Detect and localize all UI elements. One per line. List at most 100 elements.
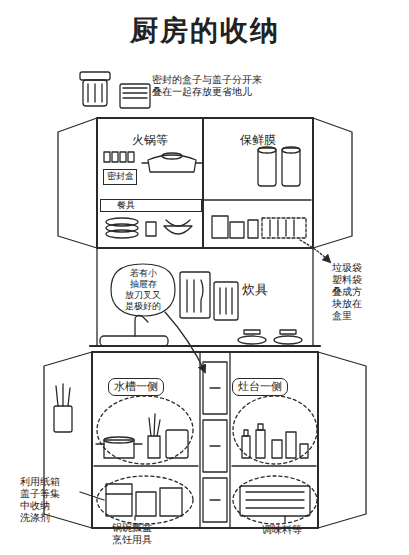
counter-sink-stove xyxy=(100,336,168,346)
cups-and-hotpot xyxy=(142,162,148,163)
plates-and-bowls xyxy=(106,218,192,238)
lower-cabinet xyxy=(203,420,227,472)
wall-and-trays xyxy=(165,312,205,372)
stacked-lids xyxy=(80,72,150,108)
node-text: 密封盒 xyxy=(107,171,134,182)
wall-and-trays xyxy=(97,248,313,372)
stacked-lids xyxy=(123,92,147,93)
knife-holder xyxy=(56,384,70,406)
cups-and-hotpot xyxy=(162,153,182,159)
area-label: 锅碗瓢盆 烹饪用具 xyxy=(112,522,152,546)
bubble-outline xyxy=(111,264,175,316)
pots-and-tools xyxy=(149,414,160,436)
pots-and-tools xyxy=(134,516,135,520)
counter-sink-stove xyxy=(135,316,148,337)
storage-boxes xyxy=(277,220,278,236)
counter-sink-stove xyxy=(238,336,266,344)
pots-and-tools xyxy=(106,484,132,516)
seasoning-bottles xyxy=(272,440,282,458)
counter-sink-stove xyxy=(244,330,260,334)
cabinet-compartment: 火锅等密封盒餐具 xyxy=(97,118,203,248)
plates-and-bowls xyxy=(164,226,192,234)
wrap-rolls xyxy=(258,147,276,153)
node-text: 水槽一侧 xyxy=(114,380,158,393)
stacked-lids xyxy=(87,84,88,102)
pots-and-tools xyxy=(148,436,160,458)
lower-cabinet xyxy=(44,352,366,528)
upper-cabinet xyxy=(313,118,352,248)
container-box: 密封盒 xyxy=(103,169,137,185)
wrap-rolls xyxy=(282,147,300,153)
seasoning-bottles xyxy=(233,396,317,464)
seasoning-bottles xyxy=(242,436,250,458)
lower-cabinet xyxy=(210,445,220,446)
section-tag: 水槽一侧 xyxy=(108,378,164,396)
wall-and-trays xyxy=(96,248,97,345)
cups-and-hotpot xyxy=(148,155,196,172)
seasoning-bottles xyxy=(300,444,308,458)
stacked-lids xyxy=(80,72,110,80)
seasoning-bottles xyxy=(233,476,317,524)
seasoning-bottles xyxy=(284,516,285,522)
cups-and-hotpot xyxy=(120,152,126,162)
cups-and-hotpot xyxy=(196,162,202,163)
lower-cabinet xyxy=(229,352,230,528)
knife-holder xyxy=(54,384,72,432)
lower-cabinet xyxy=(318,352,366,528)
plates-and-bowls xyxy=(166,220,190,226)
wall-and-trays xyxy=(312,248,313,345)
cups-and-hotpot xyxy=(104,152,110,162)
pots-and-tools xyxy=(160,488,182,516)
node-text: 餐具 xyxy=(117,200,135,211)
wall-and-trays xyxy=(220,288,232,314)
seasoning-bottles xyxy=(233,396,317,524)
wall-and-trays xyxy=(180,272,210,318)
lower-cabinet xyxy=(210,499,220,500)
storage-boxes xyxy=(300,240,330,262)
stacked-lids xyxy=(120,84,150,108)
node-text: 保鲜膜 xyxy=(240,133,276,147)
stacked-lids xyxy=(123,87,147,88)
cups-and-hotpot xyxy=(128,152,134,162)
upper-cabinet xyxy=(203,199,311,200)
pots-and-tools xyxy=(136,492,156,516)
lower-cabinet xyxy=(203,478,227,522)
seasoning-bottles xyxy=(244,430,248,436)
wall-and-trays xyxy=(187,280,203,312)
stacked-lids xyxy=(83,80,107,106)
stacked-lids xyxy=(94,84,95,102)
plates-and-bowls xyxy=(106,230,138,238)
storage-boxes xyxy=(248,220,258,238)
knife-holder xyxy=(54,406,72,432)
area-label: 炊具 xyxy=(242,282,268,298)
speech-bubble: 若有小 抽屉存 放刀叉又 是极好的 xyxy=(110,262,176,318)
storage-boxes xyxy=(293,220,294,236)
wrap-rolls xyxy=(258,148,276,186)
storage-boxes xyxy=(230,222,244,238)
section-tag: 灶台一侧 xyxy=(232,378,288,396)
area-label: 调味料等 xyxy=(262,524,302,536)
seasoning-bottles xyxy=(246,492,304,508)
upper-cabinet xyxy=(58,118,352,248)
storage-boxes xyxy=(285,220,286,236)
lower-cabinet xyxy=(44,352,92,528)
lower-cabinet xyxy=(203,362,227,414)
lower-cabinet xyxy=(199,352,200,528)
lower-cabinet xyxy=(94,465,198,466)
seasoning-bottles xyxy=(256,430,265,458)
pots-and-tools xyxy=(134,443,142,444)
title: 厨房的收纳 xyxy=(0,14,409,48)
upper-cabinet xyxy=(97,118,313,248)
lower-cabinet xyxy=(232,465,316,466)
callout-note: 密封的盒子与盖子分开来 叠在一起存放更省地儿 xyxy=(152,74,262,98)
seasoning-bottles xyxy=(286,432,296,458)
pots-and-tools xyxy=(97,396,193,464)
wall-and-trays xyxy=(214,282,238,320)
seasoning-bottles xyxy=(240,486,310,516)
shelf-band: 餐具 xyxy=(100,199,202,212)
cups-and-hotpot xyxy=(112,152,118,162)
callout-note: 垃圾袋 塑料袋 叠成方 块放在 盒里 xyxy=(332,262,362,322)
lower-cabinet xyxy=(210,387,220,388)
stacked-lids xyxy=(101,84,102,102)
